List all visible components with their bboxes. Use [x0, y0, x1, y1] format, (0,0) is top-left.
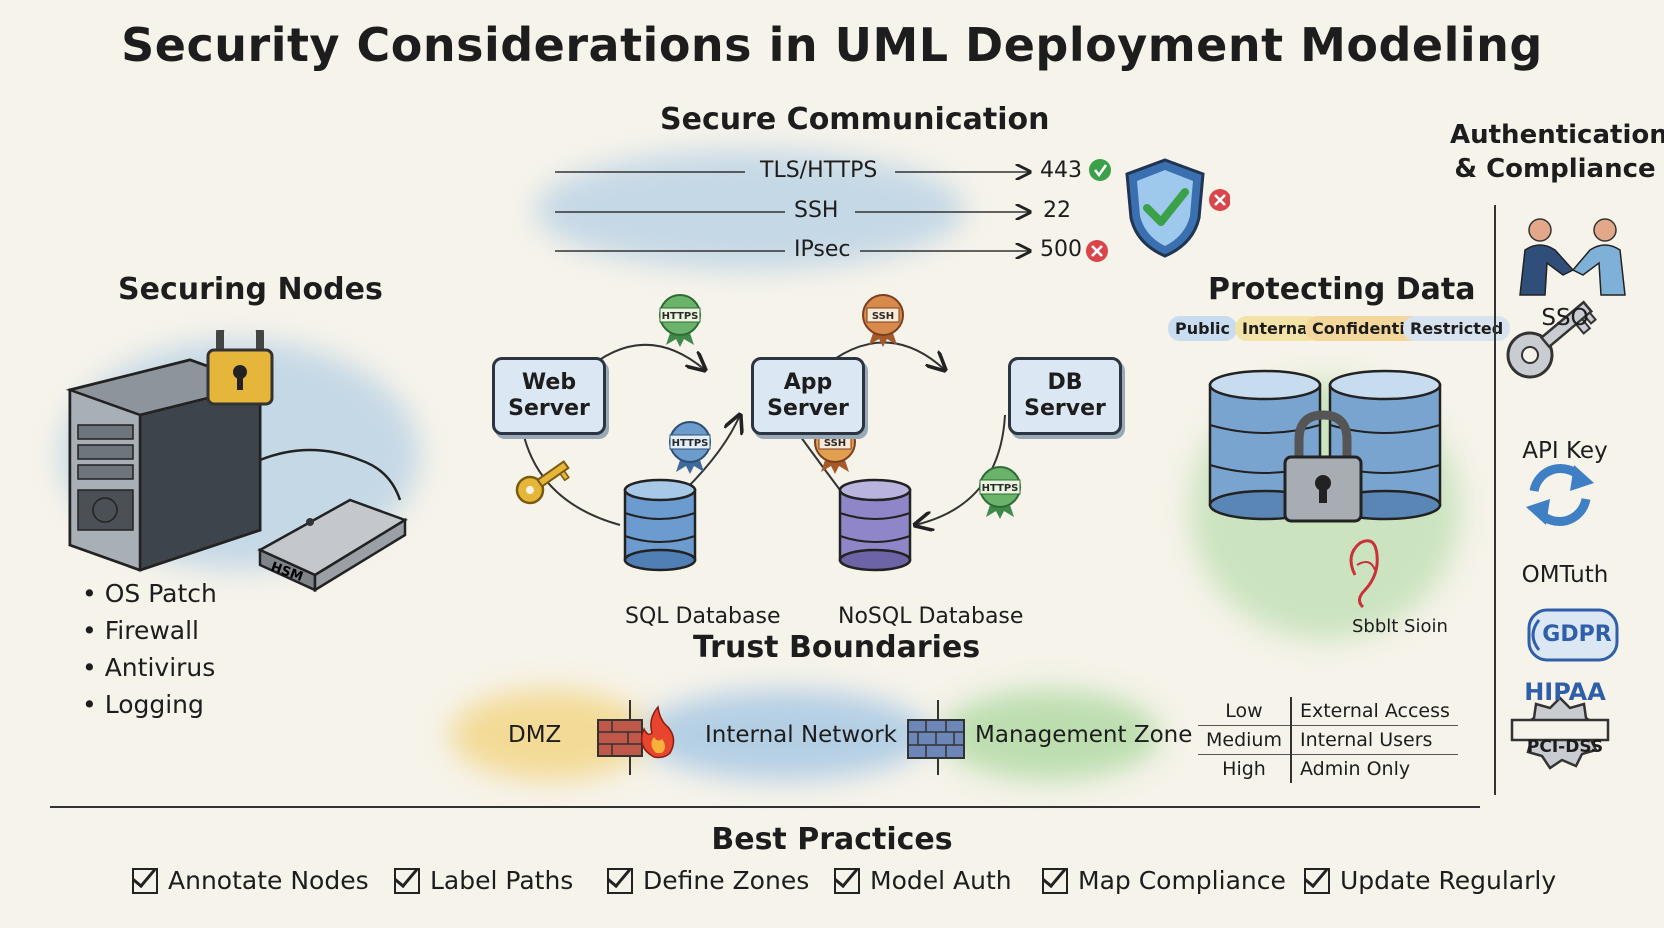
- risk-table: Low External Access Medium Internal User…: [1198, 697, 1458, 783]
- best-practice-item: Update Regularly: [1304, 866, 1556, 895]
- internal-wash: [640, 690, 930, 780]
- cross-circle-icon: [1209, 189, 1230, 211]
- https-badge-icon: HTTPS: [669, 421, 711, 474]
- page-title: Security Considerations in UML Deploymen…: [121, 18, 1543, 72]
- communication-wash: [535, 150, 965, 270]
- protocol-lines: [555, 158, 1230, 262]
- trust-boundaries-heading: Trust Boundaries: [693, 630, 981, 665]
- cable: [259, 448, 402, 501]
- best-practice-item: Annotate Nodes: [132, 866, 369, 895]
- auth-item-sso: SSO: [1541, 305, 1589, 331]
- deployment-connections: HTTPS SSH HTTPS SSH HTTPS: [440, 294, 1021, 572]
- protocol-port: 443: [1040, 158, 1082, 183]
- hsm-device-icon: HSM: [257, 498, 408, 593]
- checkbox-checked-icon: [394, 867, 420, 894]
- auth-compliance-heading: Authentication & Compliance: [1450, 120, 1664, 184]
- best-practice-item: Label Paths: [394, 866, 573, 895]
- best-practice-item: Model Auth: [834, 866, 1012, 895]
- protocol-name: IPsec: [794, 237, 851, 262]
- best-practices-heading: Best Practices: [711, 822, 953, 857]
- nosql-database-icon: [838, 478, 912, 572]
- padlock-icon: [206, 330, 274, 406]
- risk-level: High: [1198, 754, 1292, 783]
- boundary-markers: [597, 700, 965, 775]
- server-tower-icon: [65, 358, 265, 572]
- nosql-database-label: NoSQL Database: [838, 604, 1024, 629]
- protocol-port: 22: [1043, 198, 1071, 223]
- table-row: Medium Internal Users: [1198, 725, 1458, 755]
- zone-label-internal: Internal Network: [705, 722, 897, 748]
- fire-icon: [640, 705, 675, 759]
- checkbox-checked-icon: [607, 867, 633, 894]
- https-badge-icon: HTTPS: [659, 294, 701, 347]
- signature-seal-icon: [1349, 539, 1379, 609]
- auth-item-api-key: API Key: [1522, 438, 1608, 464]
- svg-text:HTTPS: HTTPS: [982, 483, 1019, 494]
- gdpr-label: GDPR: [1542, 622, 1612, 647]
- signature-label: Sbblt Sioin: [1352, 616, 1448, 637]
- list-item: OS Patch: [82, 575, 217, 612]
- protecting-data-heading: Protecting Data: [1208, 272, 1476, 307]
- check-circle-icon: [1089, 159, 1111, 181]
- classification-tag: Restricted: [1403, 316, 1511, 341]
- risk-access: External Access: [1299, 700, 1450, 722]
- checkbox-checked-icon: [1042, 867, 1068, 894]
- gdpr-shield-icon: [1527, 608, 1619, 662]
- risk-level: Low: [1198, 697, 1292, 726]
- shield-check-icon: [1125, 158, 1205, 258]
- sql-database-label: SQL Database: [625, 604, 781, 629]
- protocol-port: 500: [1040, 237, 1082, 262]
- auth-icons: [1506, 218, 1626, 770]
- risk-level: Medium: [1198, 725, 1292, 755]
- https-badge-icon: HTTPS: [979, 466, 1021, 519]
- securing-nodes-heading: Securing Nodes: [118, 272, 383, 307]
- cross-circle-icon: [1086, 240, 1108, 262]
- svg-text:HTTPS: HTTPS: [662, 311, 699, 322]
- best-practice-item: Map Compliance: [1042, 866, 1286, 895]
- table-row: Low External Access: [1198, 697, 1458, 726]
- table-row: High Admin Only: [1198, 754, 1458, 783]
- protocol-name: TLS/HTTPS: [760, 158, 878, 183]
- auth-item-oauth: OMTuth: [1521, 562, 1609, 588]
- svg-text:SSH: SSH: [824, 438, 846, 449]
- sql-app-path: [684, 415, 740, 491]
- list-item: Firewall: [82, 612, 217, 649]
- checkbox-checked-icon: [132, 867, 158, 894]
- key-icon: [515, 460, 570, 505]
- brick-wall-icon: [907, 719, 965, 759]
- data-illustration: [1208, 369, 1442, 609]
- management-wash: [940, 690, 1160, 780]
- protocol-name: SSH: [794, 198, 839, 223]
- padlock-icon: [1283, 410, 1363, 523]
- checkbox-checked-icon: [834, 867, 860, 894]
- secure-communication-heading: Secure Communication: [660, 102, 1050, 137]
- risk-access: Admin Only: [1299, 758, 1411, 780]
- ssh-badge-icon: SSH: [862, 294, 904, 347]
- handshake-icon: [1519, 218, 1626, 296]
- pci-label: PCI-DSS: [1526, 737, 1604, 757]
- checkbox-checked-icon: [1304, 867, 1330, 894]
- refresh-icon: [1526, 464, 1594, 526]
- sql-database-icon: [623, 478, 697, 572]
- hipaa-label: HIPAA: [1524, 678, 1606, 706]
- column-divider: [1494, 205, 1496, 795]
- node-security-list: OS Patch Firewall Antivirus Logging: [82, 575, 217, 723]
- pci-seal-icon: [1510, 696, 1610, 770]
- section-divider: [50, 806, 1480, 808]
- best-practice-item: Define Zones: [607, 866, 809, 895]
- classification-tag: Public: [1168, 316, 1238, 341]
- risk-access: Internal Users: [1299, 729, 1433, 751]
- zone-label-dmz: DMZ: [508, 722, 562, 748]
- list-item: Antivirus: [82, 649, 217, 686]
- svg-text:HTTPS: HTTPS: [672, 438, 709, 449]
- svg-text:SSH: SSH: [872, 311, 894, 322]
- key-icon: [1506, 300, 1597, 379]
- server-illustration: HSM: [65, 330, 408, 593]
- zone-label-management: Management Zone: [975, 722, 1193, 748]
- firewall-icon: [597, 719, 643, 757]
- list-item: Logging: [82, 686, 217, 723]
